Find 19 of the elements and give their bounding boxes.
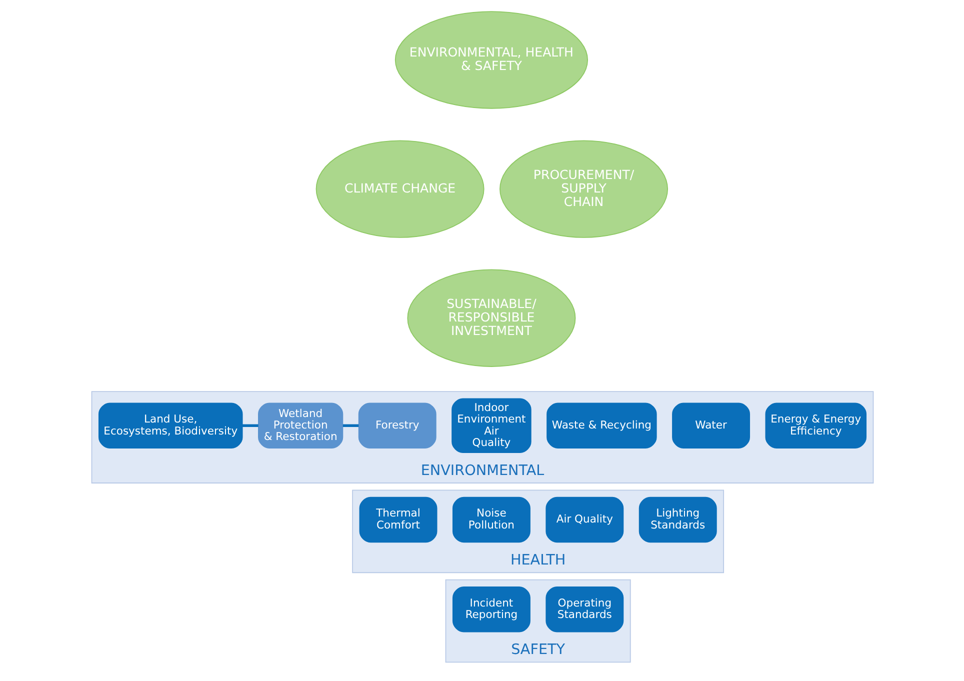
connector <box>342 424 358 427</box>
connector <box>242 424 258 427</box>
node-box: Waste & Recycling <box>546 402 656 448</box>
node-box: Wetland Protection & Restoration <box>258 402 343 448</box>
node-box: Noise Pollution <box>452 496 530 543</box>
node-ellipse: SUSTAINABLE/ RESPONSIBLE INVESTMENT <box>406 269 576 367</box>
node-box: Land Use, Ecosystems, Biodiversity <box>98 402 242 448</box>
node-box: Energy & Energy Efficiency <box>764 402 866 448</box>
node-box: Water <box>672 402 750 448</box>
node-box: Lighting Standards <box>638 496 716 543</box>
node-box: Incident Reporting <box>452 586 530 632</box>
node-ellipse: PROCUREMENT/ SUPPLY CHAIN <box>499 140 668 238</box>
node-box: Thermal Comfort <box>358 496 437 543</box>
node-box: Operating Standards <box>545 586 624 632</box>
node-box: Indoor Environment Air Quality <box>451 398 531 453</box>
node-box: Forestry <box>358 402 436 448</box>
node-ellipse: ENVIRONMENTAL, HEALTH & SAFETY <box>394 11 588 109</box>
node-ellipse: CLIMATE CHANGE <box>315 140 484 238</box>
node-box: Air Quality <box>545 496 624 543</box>
